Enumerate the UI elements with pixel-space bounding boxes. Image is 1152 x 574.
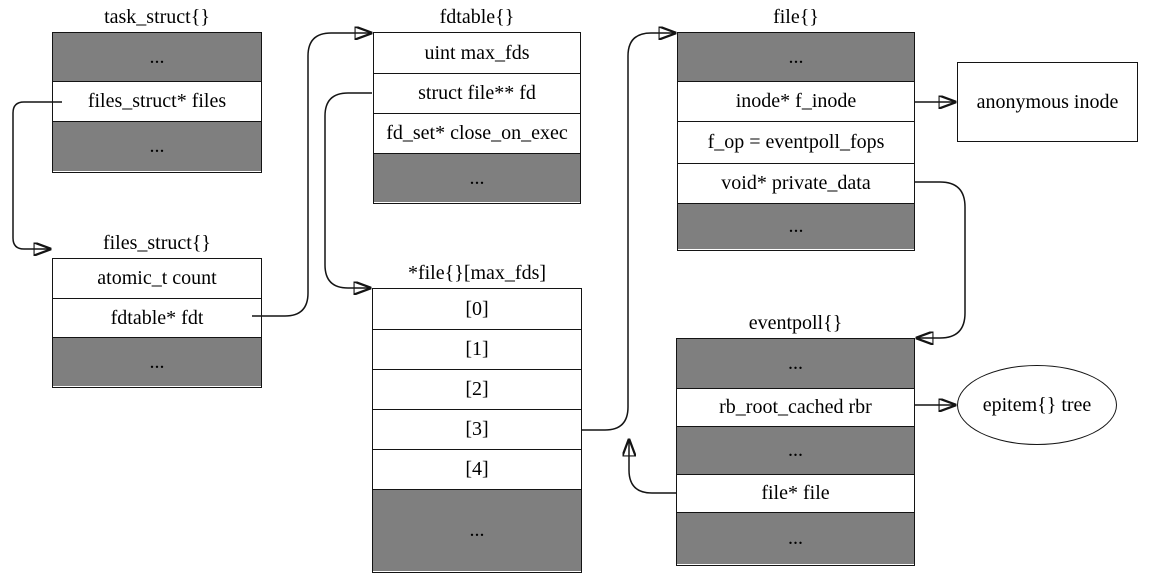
file-box: ... inode* f_inode f_op = eventpoll_fops… (677, 32, 915, 251)
file-row-private-data: void* private_data (678, 163, 914, 203)
file-array-box: [0] [1] [2] [3] [4] ... (372, 288, 582, 573)
fdtable-row-close-on-exec: fd_set* close_on_exec (374, 113, 580, 153)
edge-private-data-to-eventpoll (915, 181, 966, 338)
file-row-f-op: f_op = eventpoll_fops (678, 121, 914, 163)
eventpoll-row-ellipsis-mid: ... (677, 426, 914, 474)
fdtable-box: uint max_fds struct file** fd fd_set* cl… (373, 32, 581, 204)
epitem-tree-node: epitem{} tree (957, 365, 1117, 445)
task-struct-row-ellipsis-bottom: ... (53, 121, 261, 171)
edge-epfile-to-file (629, 440, 676, 494)
anonymous-inode-node: anonymous inode (957, 62, 1138, 142)
file-array-row-3: [3] (373, 409, 581, 449)
file-array-row-2: [2] (373, 369, 581, 409)
task-struct-row-ellipsis-top: ... (53, 33, 261, 81)
file-title: file{} (773, 6, 819, 28)
file-array-row-4: [4] (373, 449, 581, 489)
files-struct-row-fdt: fdtable* fdt (53, 298, 261, 337)
eventpoll-row-ellipsis-top: ... (677, 339, 914, 388)
file-row-f-inode: inode* f_inode (678, 81, 914, 121)
task-struct-box: ... files_struct* files ... (52, 32, 262, 173)
fdtable-row-max-fds: uint max_fds (374, 33, 580, 73)
fdtable-row-ellipsis: ... (374, 153, 580, 202)
files-struct-title: files_struct{} (102, 232, 212, 254)
task-struct-title: task_struct{} (104, 6, 210, 28)
edge-fd-to-file-array (324, 92, 372, 288)
eventpoll-title: eventpoll{} (748, 312, 843, 334)
files-struct-row-count: atomic_t count (53, 259, 261, 298)
eventpoll-row-rbr: rb_root_cached rbr (677, 388, 914, 426)
file-row-ellipsis-top: ... (678, 33, 914, 81)
eventpoll-row-file: file* file (677, 474, 914, 512)
eventpoll-row-ellipsis-bottom: ... (677, 512, 914, 564)
fdtable-title: fdtable{} (439, 6, 515, 28)
eventpoll-box: ... rb_root_cached rbr ... file* file ..… (676, 338, 915, 566)
fdtable-row-fd: struct file** fd (374, 73, 580, 113)
edge-fd3-to-file (582, 33, 675, 431)
file-array-title: *file{}[max_fds] (407, 262, 547, 284)
edge-fdt-to-fdtable (252, 33, 371, 317)
files-struct-box: atomic_t count fdtable* fdt ... (52, 258, 262, 388)
task-struct-row-files: files_struct* files (53, 81, 261, 121)
files-struct-row-ellipsis: ... (53, 337, 261, 386)
file-array-row-ellipsis: ... (373, 489, 581, 571)
file-array-row-0: [0] (373, 289, 581, 329)
file-row-ellipsis-bottom: ... (678, 203, 914, 249)
file-array-row-1: [1] (373, 329, 581, 369)
